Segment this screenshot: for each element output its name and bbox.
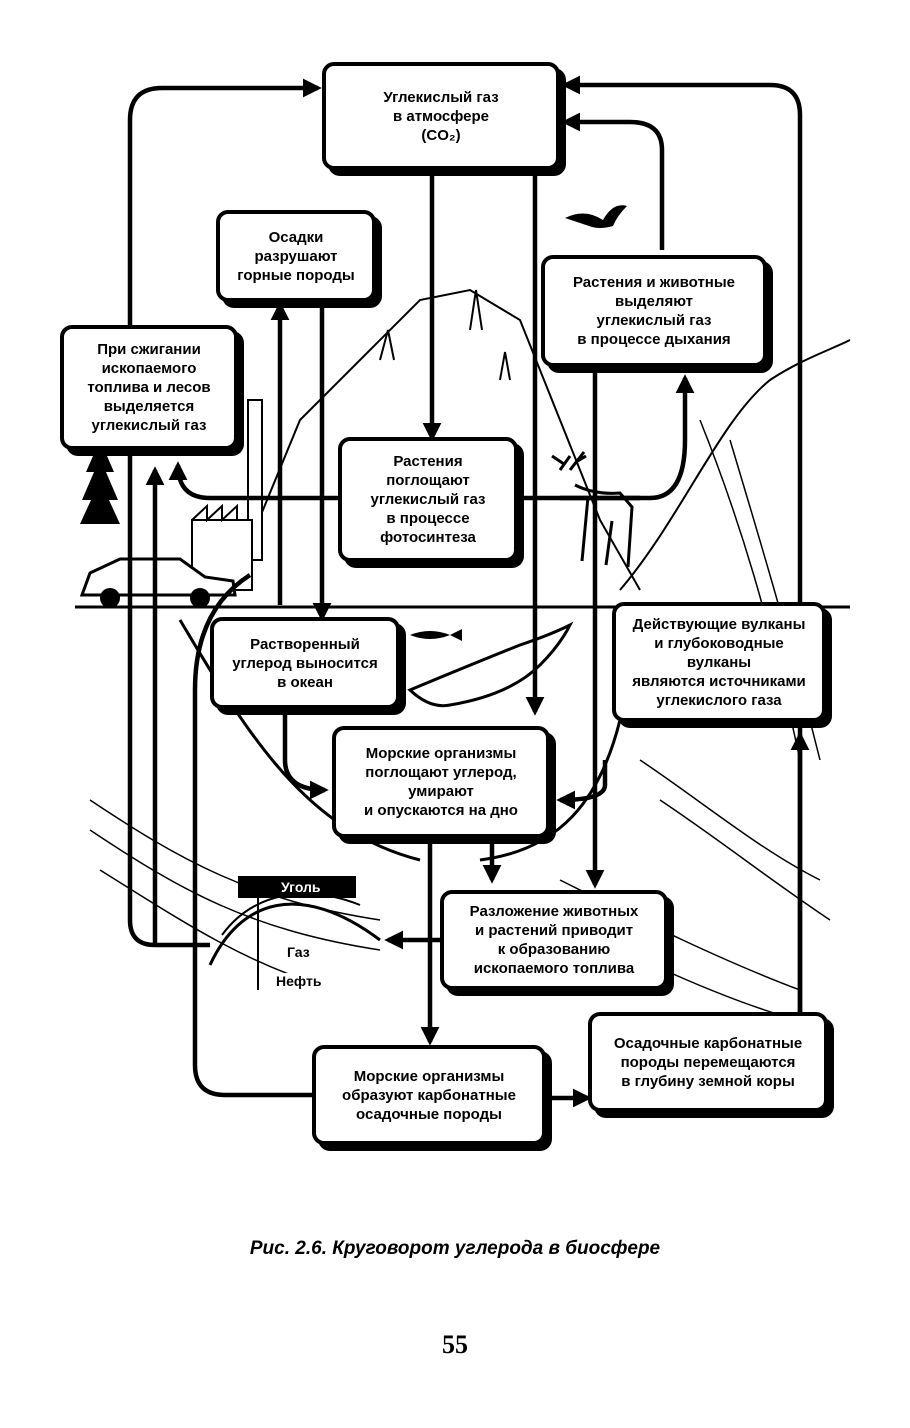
arrow-dissolved-to-marine bbox=[282, 712, 329, 800]
label-gas: Газ bbox=[284, 944, 313, 960]
arrow-right-outer bbox=[561, 75, 803, 1012]
box-volcanoes: Действующие вулканы и глубоководные вулк… bbox=[612, 602, 826, 722]
box-decomposition-text: Разложение животных и растений приводит … bbox=[469, 903, 639, 977]
box-fuel-burning-text: При сжигании ископаемого топлива и лесов… bbox=[87, 341, 211, 434]
box-sediment-move-text: Осадочные карбонатные породы перемещаютс… bbox=[613, 1034, 803, 1090]
arrow-to-respiration bbox=[560, 374, 695, 501]
arrow-to-burning-left bbox=[168, 461, 640, 501]
fish-small bbox=[410, 629, 462, 641]
label-oil: Нефть bbox=[273, 973, 325, 989]
arrow-burning-to-atmosphere bbox=[127, 78, 322, 948]
ocean-floor-left bbox=[178, 619, 421, 862]
figure-caption: Рис. 2.6. Круговорот углерода в биосфере bbox=[249, 1238, 661, 1259]
box-precipitation: Осадки разрушают горные породы bbox=[216, 210, 376, 302]
label-coal: Уголь bbox=[278, 879, 324, 895]
hill-right bbox=[619, 339, 851, 591]
box-dissolved-carbon: Растворенный углерод выносится в океан bbox=[210, 617, 400, 709]
box-fuel-burning: При сжигании ископаемого топлива и лесов… bbox=[60, 325, 238, 450]
scenery bbox=[75, 205, 851, 1016]
box-marine-absorb: Морские организмы поглощают углерод, уми… bbox=[332, 726, 550, 838]
box-dissolved-carbon-text: Растворенный углерод выносится в океан bbox=[232, 635, 378, 691]
cycle-arrows bbox=[127, 75, 810, 1108]
shark bbox=[407, 621, 574, 708]
page-number: 55 bbox=[442, 1330, 468, 1359]
box-precipitation-text: Осадки разрушают горные породы bbox=[237, 228, 355, 284]
mountain-texture bbox=[379, 289, 511, 381]
car bbox=[79, 557, 237, 608]
arrow-left-outer bbox=[192, 573, 312, 1098]
deer bbox=[551, 451, 634, 568]
box-marine-absorb-text: Морские организмы поглощают углерод, уми… bbox=[364, 745, 518, 819]
bird bbox=[565, 205, 627, 228]
box-volcanoes-text: Действующие вулканы и глубоководные вулк… bbox=[632, 615, 806, 709]
box-photosynthesis-text: Растения поглощают углекислый газ в проц… bbox=[370, 453, 486, 546]
arrow-respiration-up bbox=[561, 112, 665, 250]
box-respiration-text: Растения и животные выделяют углекислый … bbox=[573, 274, 735, 348]
box-photosynthesis: Растения поглощают углекислый газ в проц… bbox=[338, 437, 518, 562]
box-atmosphere-co2-text: Углекислый газ в атмосфере (CO₂) bbox=[383, 88, 499, 144]
box-sediment-move: Осадочные карбонатные породы перемещаютс… bbox=[588, 1012, 828, 1112]
arrow-to-marine-right bbox=[556, 760, 608, 810]
tree-left bbox=[80, 440, 120, 524]
box-decomposition: Разложение животных и растений приводит … bbox=[440, 890, 668, 990]
ocean-floor-right bbox=[479, 719, 622, 862]
box-marine-carbonate: Морские организмы образуют карбонатные о… bbox=[312, 1045, 546, 1145]
box-respiration: Растения и животные выделяют углекислый … bbox=[541, 255, 767, 367]
box-marine-carbonate-text: Морские организмы образуют карбонатные о… bbox=[342, 1067, 516, 1123]
box-atmosphere-co2: Углекислый газ в атмосфере (CO₂) bbox=[322, 62, 560, 170]
